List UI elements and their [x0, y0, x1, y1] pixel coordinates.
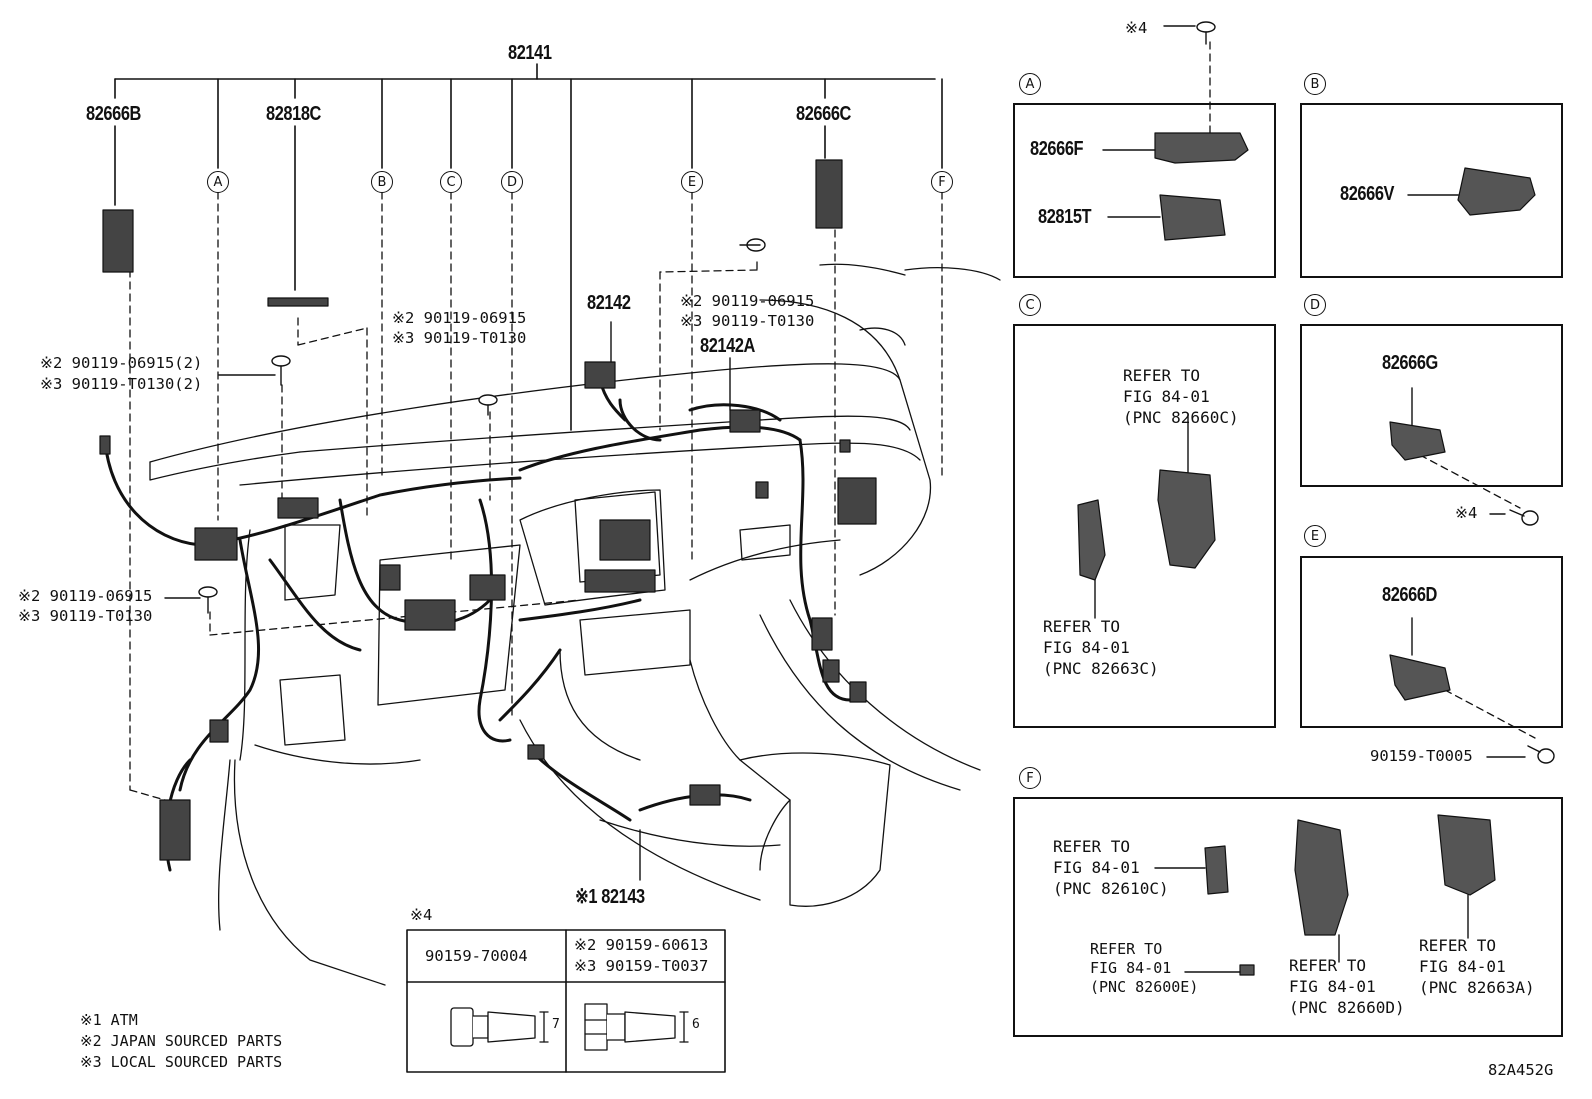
fastener-col1-part[interactable]: 90159-70004 — [425, 947, 528, 965]
bolt-left-upper-japan[interactable]: ※2 90119-06915(2) — [40, 354, 203, 372]
detail-leaders — [164, 25, 1526, 973]
detail-c-ref-82660c[interactable]: REFER TO FIG 84-01 (PNC 82660C) — [1123, 366, 1239, 427]
detail-box-c — [1013, 324, 1276, 728]
detail-tag-d: D — [1304, 294, 1326, 316]
part-number-82815t[interactable]: 82815T — [1038, 206, 1092, 228]
bolt-right-local[interactable]: ※3 90119-T0130 — [680, 312, 815, 330]
detail-tag-f: F — [1019, 767, 1041, 789]
bolt-left-lower-local[interactable]: ※3 90119-T0130 — [18, 607, 153, 625]
detail-f-ref-82610c[interactable]: REFER TO FIG 84-01 (PNC 82610C) — [1053, 837, 1169, 898]
detail-tag-c: C — [1019, 294, 1041, 316]
dashboard-outline — [149, 263, 1001, 986]
detail-tag-b: B — [1304, 73, 1326, 95]
part-number-82666b[interactable]: 82666B — [86, 103, 141, 125]
detail-d-note4: ※4 — [1455, 504, 1478, 522]
fastener-table-drawings — [450, 1003, 689, 1051]
detail-c-ref-82663c[interactable]: REFER TO FIG 84-01 (PNC 82663C) — [1043, 617, 1159, 678]
harness-wires — [103, 378, 852, 872]
detail-box-f — [1013, 797, 1563, 1037]
bolt-icons — [198, 21, 1555, 764]
part-number-82666g[interactable]: 82666G — [1382, 352, 1438, 374]
detail-a-note4: ※4 — [1125, 19, 1148, 37]
detail-part-shapes — [1077, 132, 1536, 976]
detail-f-ref-82600e[interactable]: REFER TO FIG 84-01 (PNC 82600E) — [1090, 940, 1199, 996]
detail-box-d — [1300, 324, 1563, 487]
bolt-right-japan[interactable]: ※2 90119-06915 — [680, 292, 815, 310]
connector-blocks — [99, 159, 877, 861]
callout-circle-e[interactable]: E — [681, 171, 703, 193]
callout-circle-c[interactable]: C — [440, 171, 462, 193]
callout-circle-f[interactable]: F — [931, 171, 953, 193]
legend-local-sourced: ※3 LOCAL SOURCED PARTS — [80, 1053, 283, 1071]
part-number-82143[interactable]: ※1 82143 — [575, 886, 645, 908]
bolt-left-upper-local[interactable]: ※3 90119-T0130(2) — [40, 375, 203, 393]
callout-circle-b[interactable]: B — [371, 171, 393, 193]
detail-box-e — [1300, 556, 1563, 728]
part-number-82666f[interactable]: 82666F — [1030, 138, 1084, 160]
fastener-dim-7: 7 — [552, 1017, 560, 1032]
bolt-center-japan[interactable]: ※2 90119-06915 — [392, 309, 527, 327]
callout-circle-a[interactable]: A — [207, 171, 229, 193]
diagram-code: 82A452G — [1488, 1061, 1554, 1079]
part-number-82666c[interactable]: 82666C — [796, 103, 851, 125]
part-number-82142[interactable]: 82142 — [587, 292, 631, 314]
detail-box-b — [1300, 103, 1563, 278]
fastener-col2-japan[interactable]: ※2 90159-60613 — [574, 936, 709, 954]
detail-tag-e: E — [1304, 525, 1326, 547]
bolt-90159-t0005[interactable]: 90159-T0005 — [1370, 747, 1473, 765]
detail-f-ref-82660d[interactable]: REFER TO FIG 84-01 (PNC 82660D) — [1289, 956, 1405, 1017]
detail-box-a — [1013, 103, 1276, 278]
legend-japan-sourced: ※2 JAPAN SOURCED PARTS — [80, 1032, 283, 1050]
callout-circle-d[interactable]: D — [501, 171, 523, 193]
part-number-82818c[interactable]: 82818C — [266, 103, 321, 125]
part-number-82666d[interactable]: 82666D — [1382, 584, 1437, 606]
bolt-center-local[interactable]: ※3 90119-T0130 — [392, 329, 527, 347]
fastener-col2-local[interactable]: ※3 90159-T0037 — [574, 957, 709, 975]
detail-tag-a: A — [1019, 73, 1041, 95]
main-harness-leader-lines — [114, 63, 943, 431]
legend-atm: ※1 ATM — [80, 1011, 138, 1029]
fastener-table-heading: ※4 — [410, 906, 433, 924]
bolt-left-lower-japan[interactable]: ※2 90119-06915 — [18, 587, 153, 605]
part-number-82666v[interactable]: 82666V — [1340, 183, 1395, 205]
detail-f-ref-82663a[interactable]: REFER TO FIG 84-01 (PNC 82663A) — [1419, 936, 1535, 997]
part-number-82142a[interactable]: 82142A — [700, 335, 755, 357]
dashed-leaders — [129, 41, 1536, 801]
part-number-82141[interactable]: 82141 — [508, 42, 552, 64]
fastener-dim-6: 6 — [692, 1017, 700, 1032]
fastener-table-grid — [406, 929, 726, 1073]
